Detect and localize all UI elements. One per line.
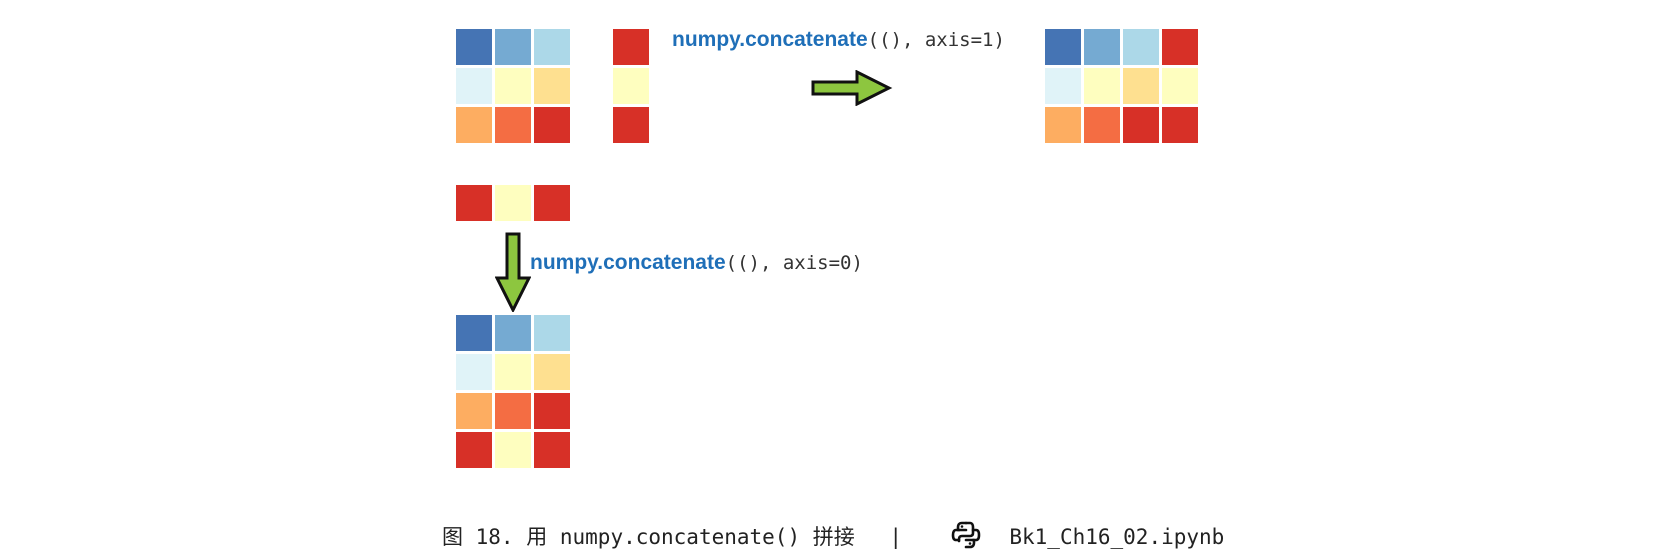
- figure-caption: 图 18. 用 numpy.concatenate() 拼接 | Bk1_Ch1…: [442, 520, 1224, 550]
- matrix-cell: [613, 68, 649, 104]
- matrix-cell: [1123, 29, 1159, 65]
- matrix-cell: [456, 68, 492, 104]
- right-arrow-icon: [811, 70, 893, 106]
- matrix-cell: [495, 29, 531, 65]
- matrix-cell: [495, 354, 531, 390]
- function-name: numpy.concatenate: [530, 251, 726, 274]
- matrix-cell: [534, 185, 570, 221]
- matrix-cell: [534, 354, 570, 390]
- down-arrow-icon: [495, 232, 531, 312]
- matrix-cell: [1084, 29, 1120, 65]
- label-concatenate-axis0: numpy.concatenate((), axis=0): [530, 250, 863, 275]
- matrix-cell: [613, 29, 649, 65]
- matrix-cell: [495, 185, 531, 221]
- matrix-cell: [1084, 68, 1120, 104]
- matrix-cell: [534, 107, 570, 143]
- matrix-cell: [1045, 29, 1081, 65]
- function-args: ((), axis=0): [725, 252, 863, 274]
- matrix-cell: [1123, 68, 1159, 104]
- matrix-cell: [495, 107, 531, 143]
- matrix-cell: [613, 107, 649, 143]
- matrix-cell: [456, 315, 492, 351]
- matrix-cell: [495, 393, 531, 429]
- matrix-cell: [1045, 68, 1081, 104]
- matrix-cell: [534, 315, 570, 351]
- matrix-cell: [1084, 107, 1120, 143]
- matrix-cell: [534, 393, 570, 429]
- function-name: numpy.concatenate: [672, 28, 868, 51]
- caption-filename: Bk1_Ch16_02.ipynb: [1009, 525, 1225, 549]
- python-logo-icon: [951, 521, 981, 549]
- caption-prefix: 图 18. 用: [442, 525, 548, 549]
- matrix-cell: [456, 432, 492, 468]
- caption-suffix: 拼接: [812, 525, 855, 549]
- matrix-cell: [456, 393, 492, 429]
- function-args: ((), axis=1): [867, 29, 1005, 51]
- matrix-cell: [495, 432, 531, 468]
- matrix-cell: [495, 315, 531, 351]
- matrix-cell: [456, 185, 492, 221]
- caption-code: numpy.concatenate(): [559, 525, 801, 549]
- matrix-cell: [456, 354, 492, 390]
- matrix-cell: [1162, 29, 1198, 65]
- matrix-cell: [456, 29, 492, 65]
- label-concatenate-axis1: numpy.concatenate((), axis=1): [672, 27, 1005, 52]
- matrix-cell: [1045, 107, 1081, 143]
- matrix-cell: [534, 68, 570, 104]
- caption-separator: |: [889, 525, 903, 549]
- matrix-cell: [1123, 107, 1159, 143]
- matrix-cell: [534, 29, 570, 65]
- matrix-cell: [1162, 107, 1198, 143]
- matrix-cell: [534, 432, 570, 468]
- matrix-cell: [1162, 68, 1198, 104]
- matrix-cell: [495, 68, 531, 104]
- matrix-cell: [456, 107, 492, 143]
